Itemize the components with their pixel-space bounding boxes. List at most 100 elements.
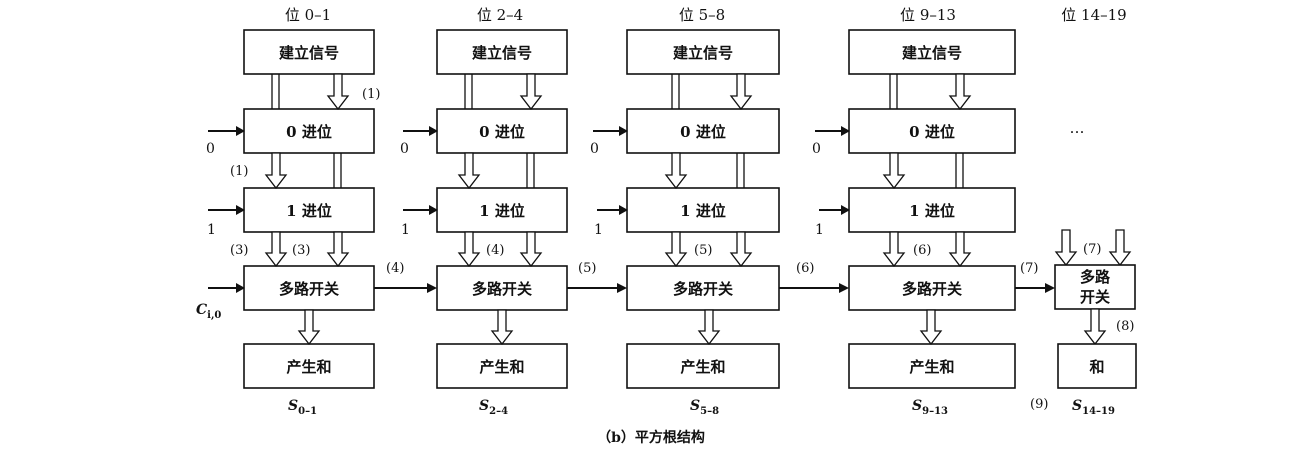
step-tag: (4) — [486, 243, 504, 258]
setup-to-carry1-pipe — [333, 153, 342, 188]
carry-arrow-icon — [1045, 283, 1055, 293]
svg-text:产生和: 产生和 — [479, 358, 524, 376]
setup-to-carry0-arrow — [326, 73, 350, 111]
step-tag: (7) — [1083, 242, 1101, 257]
multiplexer-block — [848, 265, 1016, 311]
svg-text:建立信号: 建立信号 — [673, 44, 733, 62]
input-arrow-icon — [236, 205, 245, 215]
step-tag: (5) — [578, 261, 596, 276]
input-arrow-icon — [429, 205, 438, 215]
input-arrow-icon — [236, 283, 245, 293]
step-tag: (1) — [230, 164, 248, 179]
input-arrow-icon — [619, 126, 628, 136]
input-arrow-icon — [429, 126, 438, 136]
carry0-to-carry1-arrow — [264, 152, 288, 190]
group-bits-9-13: 位 9–13 建立信号 0 进位 1 进位 多路开关 产生和 0 1 (6) S… — [812, 6, 1016, 417]
carry-1-block — [243, 187, 375, 233]
svg-text:多路开关: 多路开关 — [673, 280, 733, 298]
carry-arrow-icon — [839, 283, 849, 293]
svg-text:产生和: 产生和 — [286, 358, 331, 376]
input-arrow-icon — [619, 205, 628, 215]
carry-1-block — [626, 187, 780, 233]
sum-generate-block — [436, 343, 568, 389]
group-header: 位 9–13 — [900, 6, 956, 24]
ellipsis: … — [1070, 119, 1085, 137]
setup-to-carry0-pipe — [271, 74, 280, 109]
setup-signal-block — [848, 29, 1016, 75]
svg-text:产生和: 产生和 — [909, 358, 954, 376]
step-tag: (4) — [386, 261, 404, 276]
input-zero-label: 0 — [206, 141, 215, 157]
setup-signal-block — [626, 29, 780, 75]
input-one-label: 1 — [401, 222, 410, 238]
figure-caption: （b）平方根结构 — [597, 429, 705, 446]
svg-text:建立信号: 建立信号 — [472, 44, 532, 62]
svg-text:0 进位: 0 进位 — [479, 123, 525, 141]
mux-to-sum-arrow — [297, 309, 321, 346]
svg-text:多路开关: 多路开关 — [902, 280, 962, 298]
sum-output-label: S9–13 — [912, 398, 948, 417]
step-tag: (7) — [1020, 261, 1038, 276]
input-one-label: 1 — [815, 222, 824, 238]
group-header: 位 14–19 — [1061, 6, 1126, 24]
svg-text:0 进位: 0 进位 — [286, 123, 332, 141]
sum-output-label: S5–8 — [690, 398, 719, 417]
svg-text:0 进位: 0 进位 — [909, 123, 955, 141]
group-bits-14-19: 位 14–19 … (7) 多路 开关 (8) 和 (9) S14–19 — [1030, 6, 1137, 417]
input-zero-label: 0 — [590, 141, 599, 157]
carry-1-block — [436, 187, 568, 233]
sum-generate-block — [626, 343, 780, 389]
carry-0-block — [436, 108, 568, 154]
multiplexer-block — [1054, 264, 1136, 310]
carry-0-block — [243, 108, 375, 154]
svg-text:1 进位: 1 进位 — [286, 202, 332, 220]
svg-text:和: 和 — [1089, 358, 1104, 376]
carry-0-block — [848, 108, 1016, 154]
carry1-to-mux-arrow-b — [326, 231, 350, 268]
sum-output-label: S14–19 — [1072, 398, 1115, 417]
input-arrow-icon — [236, 126, 245, 136]
carry-1-block — [848, 187, 1016, 233]
input-one-label: 1 — [207, 222, 216, 238]
group-bits-2-4: 位 2–4 建立信号 0 进位 1 进位 多路开关 产生和 0 1 (4) S2… — [400, 6, 568, 417]
svg-text:建立信号: 建立信号 — [902, 44, 962, 62]
svg-text:多路: 多路 — [1080, 268, 1111, 286]
svg-text:建立信号: 建立信号 — [279, 44, 339, 62]
step-tag: (3) — [230, 243, 248, 258]
sum-generate-block — [848, 343, 1016, 389]
svg-text:1 进位: 1 进位 — [479, 202, 525, 220]
step-tag: (9) — [1030, 397, 1048, 412]
sum-output-label: S2–4 — [479, 398, 508, 417]
step-tag: (8) — [1116, 319, 1134, 334]
input-one-label: 1 — [594, 222, 603, 238]
svg-text:多路开关: 多路开关 — [279, 280, 339, 298]
group-header: 位 5–8 — [679, 6, 725, 24]
input-zero-label: 0 — [812, 141, 821, 157]
carry-arrow-icon — [617, 283, 627, 293]
group-bits-5-8: 位 5–8 建立信号 0 进位 1 进位 多路开关 产生和 0 1 (5) S5… — [590, 6, 780, 417]
sum-generate-block — [243, 343, 375, 389]
sum-output-label: S0–1 — [288, 398, 317, 417]
svg-text:多路开关: 多路开关 — [472, 280, 532, 298]
input-arrow-icon — [841, 126, 850, 136]
sum-block — [1057, 343, 1137, 389]
svg-text:1 进位: 1 进位 — [909, 202, 955, 220]
carry-in-label: Ci,0 — [196, 302, 221, 321]
step-tag: (6) — [796, 261, 814, 276]
group-header: 位 2–4 — [477, 6, 523, 24]
step-tag: (5) — [694, 243, 712, 258]
carry-arrow-icon — [427, 283, 437, 293]
step-tag: (6) — [913, 243, 931, 258]
multiplexer-block — [626, 265, 780, 311]
setup-signal-block — [436, 29, 568, 75]
svg-text:产生和: 产生和 — [680, 358, 725, 376]
group-bits-0-1: 位 0–1 建立信号 0 进位 1 进位 多路开关 产生和 0 1 Ci,0 (… — [196, 6, 380, 417]
svg-text:开关: 开关 — [1080, 288, 1110, 306]
step-tag: (3) — [292, 243, 310, 258]
step-tag: (1) — [362, 87, 380, 102]
input-arrow-icon — [841, 205, 850, 215]
input-zero-label: 0 — [400, 141, 409, 157]
carry-0-block — [626, 108, 780, 154]
svg-text:1 进位: 1 进位 — [680, 202, 726, 220]
